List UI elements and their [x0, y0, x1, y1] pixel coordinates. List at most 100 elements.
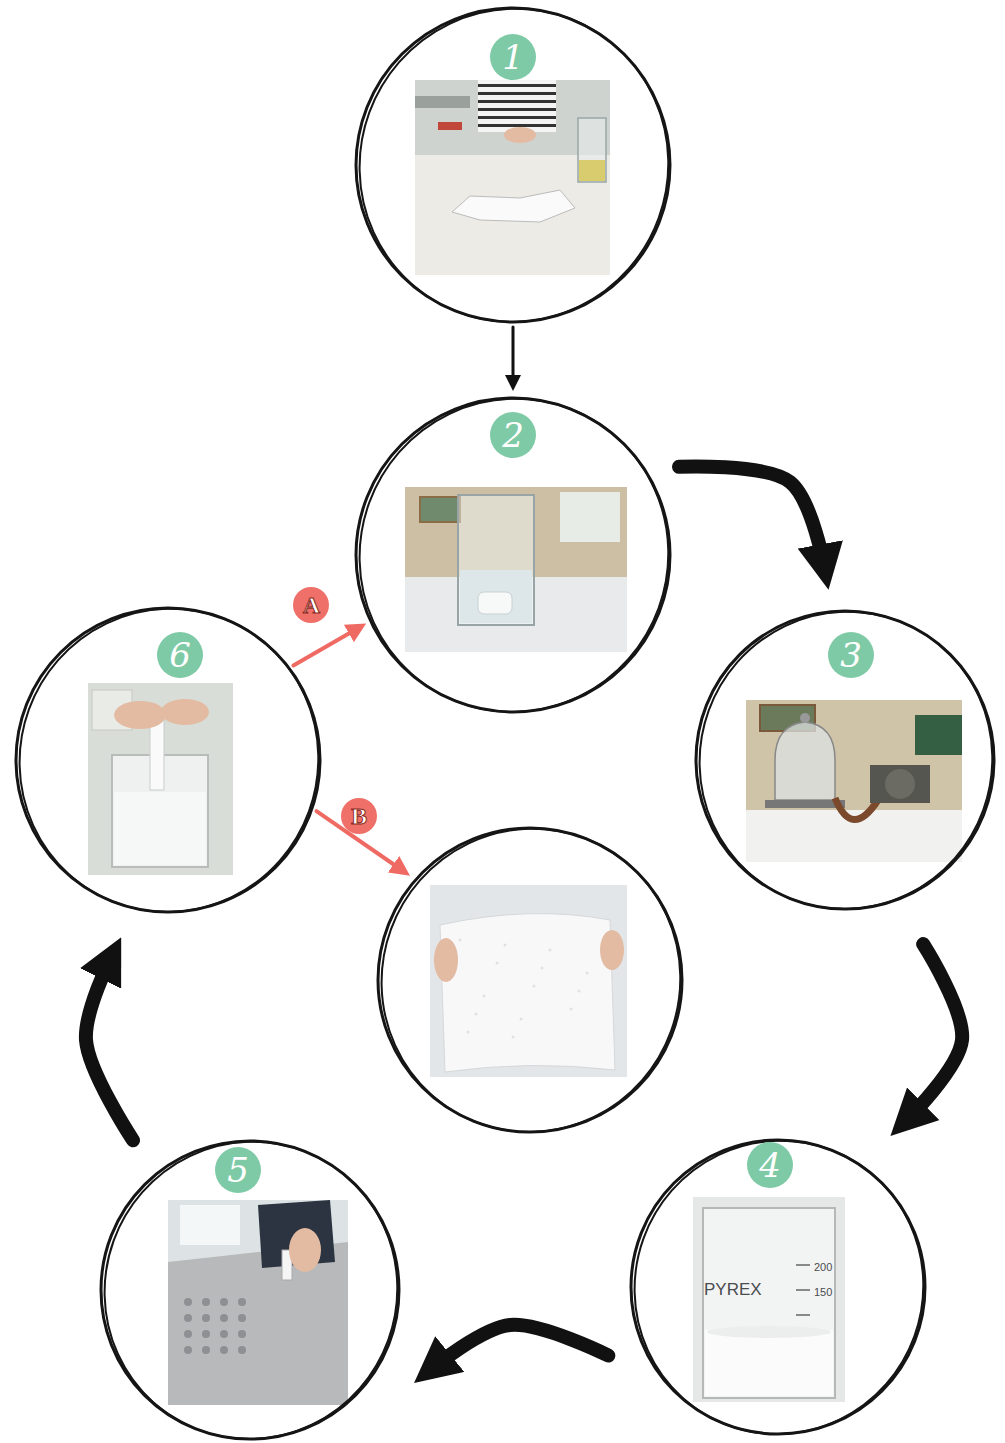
beaker	[458, 495, 534, 625]
circle-outline	[339, 787, 723, 1175]
step-number: 6	[157, 632, 203, 678]
step-circle: 6	[13, 605, 323, 915]
lab-bench	[415, 155, 610, 275]
sheet-texture	[578, 990, 581, 993]
finger	[434, 938, 458, 982]
hand	[161, 699, 209, 725]
graduation-mark	[796, 1314, 810, 1316]
flow-arrow	[86, 958, 133, 1140]
step-number: 4	[747, 1142, 793, 1188]
sheet-texture	[570, 1008, 573, 1011]
keypad-button	[202, 1346, 210, 1354]
keypad-button	[184, 1314, 192, 1322]
step-badge: 5	[215, 1147, 261, 1193]
shirt-stripe	[478, 124, 556, 127]
step-badge: 2	[490, 412, 536, 458]
beaker-marking: 200	[814, 1261, 832, 1273]
shirt-stripe	[478, 84, 556, 87]
keypad-button	[184, 1330, 192, 1338]
bell-jar	[775, 722, 835, 800]
sheet-texture	[549, 949, 552, 952]
sheet-texture	[533, 985, 536, 988]
keypad-button	[220, 1346, 228, 1354]
branch-arrow	[293, 628, 357, 665]
sheet-texture	[541, 967, 544, 970]
keypad-button	[220, 1298, 228, 1306]
sheet-texture	[459, 939, 462, 942]
circle-outline	[316, 355, 713, 755]
circle-outline	[316, 0, 713, 366]
flow-arrow	[432, 1325, 608, 1369]
vacuum-pump	[870, 765, 930, 803]
circle-outline	[375, 825, 685, 1135]
keypad-button	[220, 1330, 228, 1338]
flow-arrow	[679, 466, 824, 567]
finger	[600, 930, 624, 970]
keypad-button	[238, 1298, 246, 1306]
flow-arrow	[907, 944, 962, 1120]
photo-background	[168, 1200, 348, 1405]
red-box	[438, 122, 462, 130]
sheet-texture	[512, 1036, 515, 1039]
green-board	[915, 715, 962, 755]
white-liquid	[705, 1330, 833, 1396]
gel-piece	[478, 592, 512, 614]
sheet-texture	[483, 995, 486, 998]
window	[180, 1205, 240, 1245]
circle-outline	[63, 1100, 439, 1443]
lab-window	[560, 492, 620, 542]
keypad-button	[238, 1346, 246, 1354]
sheet-texture	[504, 944, 507, 947]
keypad-button	[184, 1346, 192, 1354]
circle-outline	[658, 570, 1005, 950]
striped-shirt	[478, 80, 556, 132]
hand	[504, 127, 536, 143]
step-circle: 1	[353, 5, 673, 325]
step-number: 1	[490, 34, 536, 80]
photo-background	[430, 885, 627, 1077]
sheet-texture	[467, 1031, 470, 1034]
foam	[707, 1326, 831, 1338]
step-circle: 5	[98, 1138, 402, 1442]
step-number: 3	[828, 632, 874, 678]
hand	[114, 701, 166, 729]
circle-outline	[0, 567, 361, 955]
branch-letter: A	[293, 587, 329, 623]
step-number: 2	[490, 412, 536, 458]
step-circle	[375, 825, 685, 1135]
step-number: 5	[215, 1147, 261, 1193]
wall-picture	[420, 497, 460, 522]
branch-marker: A	[293, 587, 329, 623]
shirt-stripe	[478, 92, 556, 95]
aerogel-sheet	[440, 914, 615, 1072]
shirt-stripe	[478, 108, 556, 111]
sheet-texture	[520, 1018, 523, 1021]
keypad-button	[202, 1298, 210, 1306]
step-badge: 4	[747, 1142, 793, 1188]
hand	[289, 1228, 321, 1272]
beaker-marking: PYREX	[704, 1280, 762, 1300]
branch-marker: B	[341, 798, 377, 834]
sheet-texture	[496, 962, 499, 965]
step-badge: 6	[157, 632, 203, 678]
step-circle: 4	[628, 1137, 928, 1437]
photo-background	[88, 683, 233, 875]
gel-sheet	[150, 720, 164, 790]
flow-arrow	[512, 327, 515, 383]
shirt-stripe	[478, 116, 556, 119]
keypad-button	[238, 1330, 246, 1338]
yellow-liquid	[579, 160, 605, 181]
graduation-mark	[796, 1289, 810, 1291]
step-circle: 2	[353, 395, 673, 715]
beaker-marking: 150	[814, 1286, 832, 1298]
keypad-button	[202, 1330, 210, 1338]
keypad-button	[238, 1314, 246, 1322]
circle-outline	[593, 1100, 964, 1443]
beaker	[703, 1208, 835, 1398]
shirt-stripe	[478, 100, 556, 103]
step-circle: 3	[693, 608, 997, 912]
